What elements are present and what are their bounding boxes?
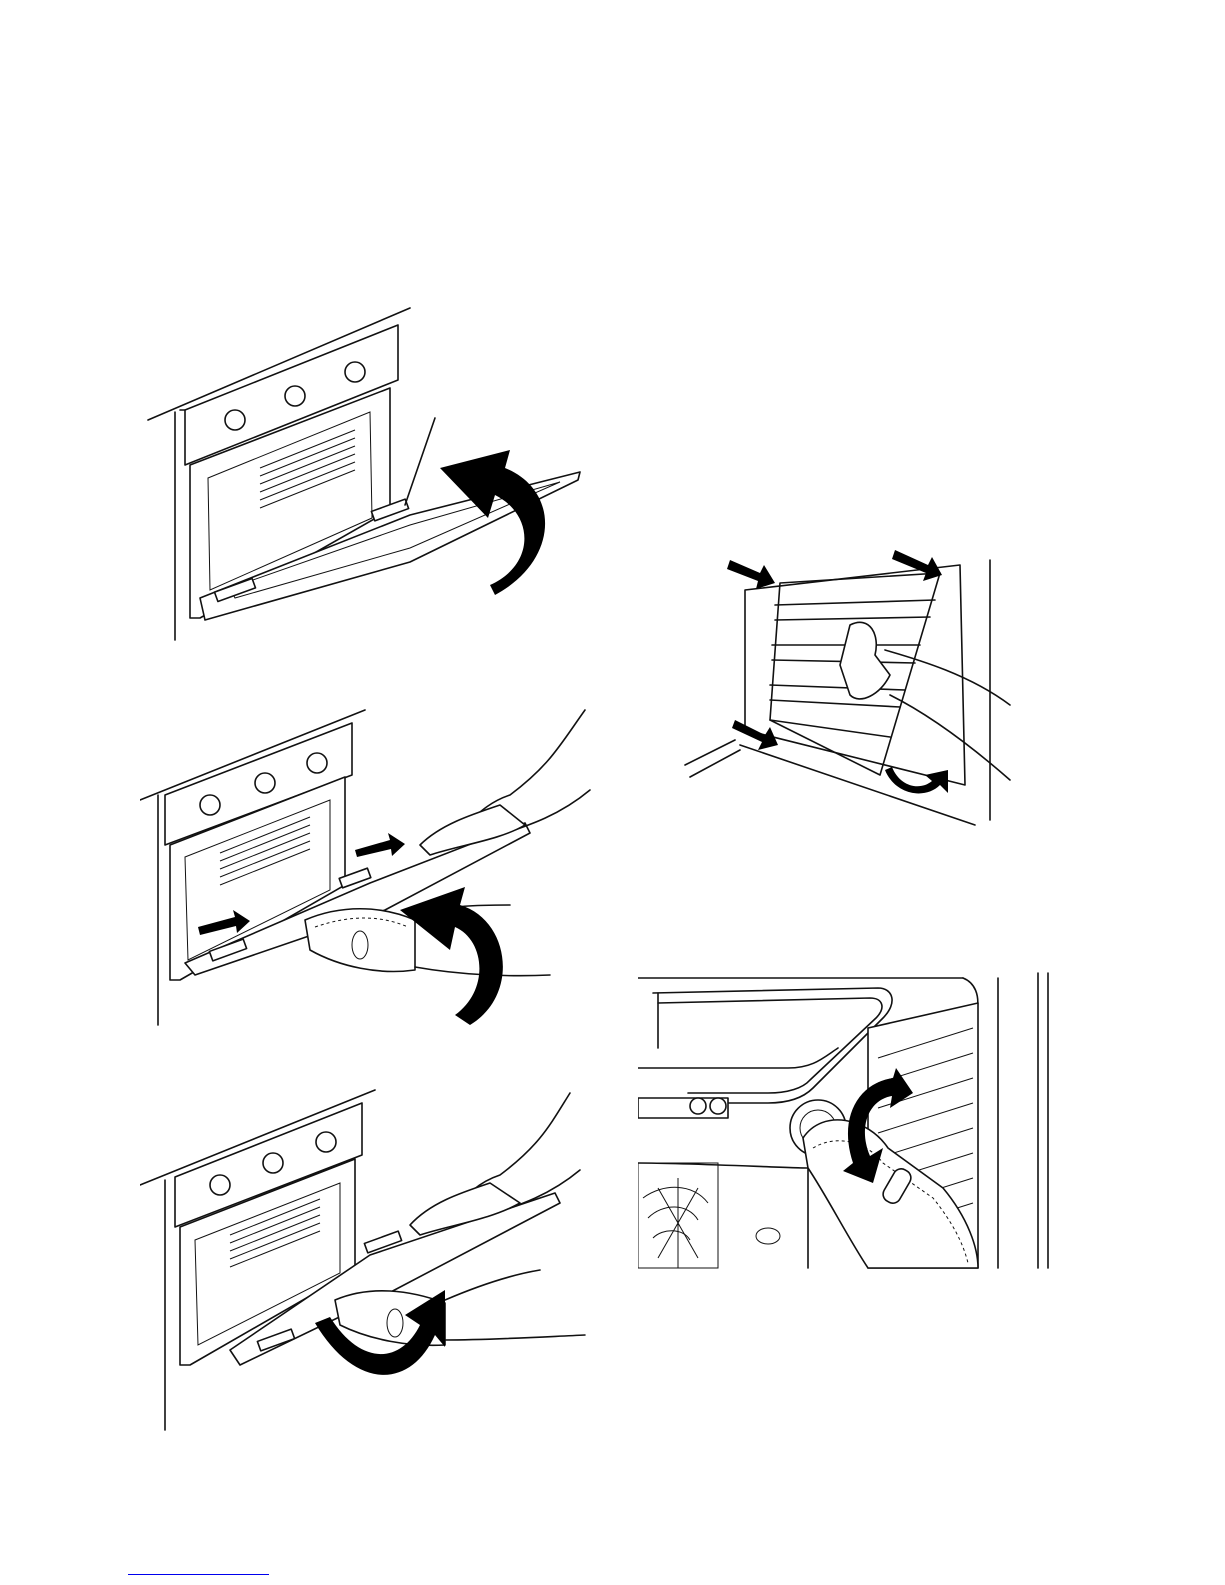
shelf-support-figure: [680, 545, 1020, 830]
oven-door-lift-figure: [140, 300, 600, 650]
oven-door-hinge-release-illustration: [140, 705, 600, 1035]
oven-lamp-cover-illustration: [638, 968, 1058, 1273]
footer-link-underline[interactable]: [128, 1574, 269, 1575]
oven-door-lift-illustration: [140, 300, 600, 650]
oven-door-remove-figure: [140, 1085, 600, 1440]
shelf-support-removal-illustration: [680, 545, 1020, 830]
oven-door-hinges-figure: [140, 705, 600, 1035]
oven-lamp-cover-figure: [638, 968, 1058, 1273]
oven-door-removal-illustration: [140, 1085, 600, 1440]
